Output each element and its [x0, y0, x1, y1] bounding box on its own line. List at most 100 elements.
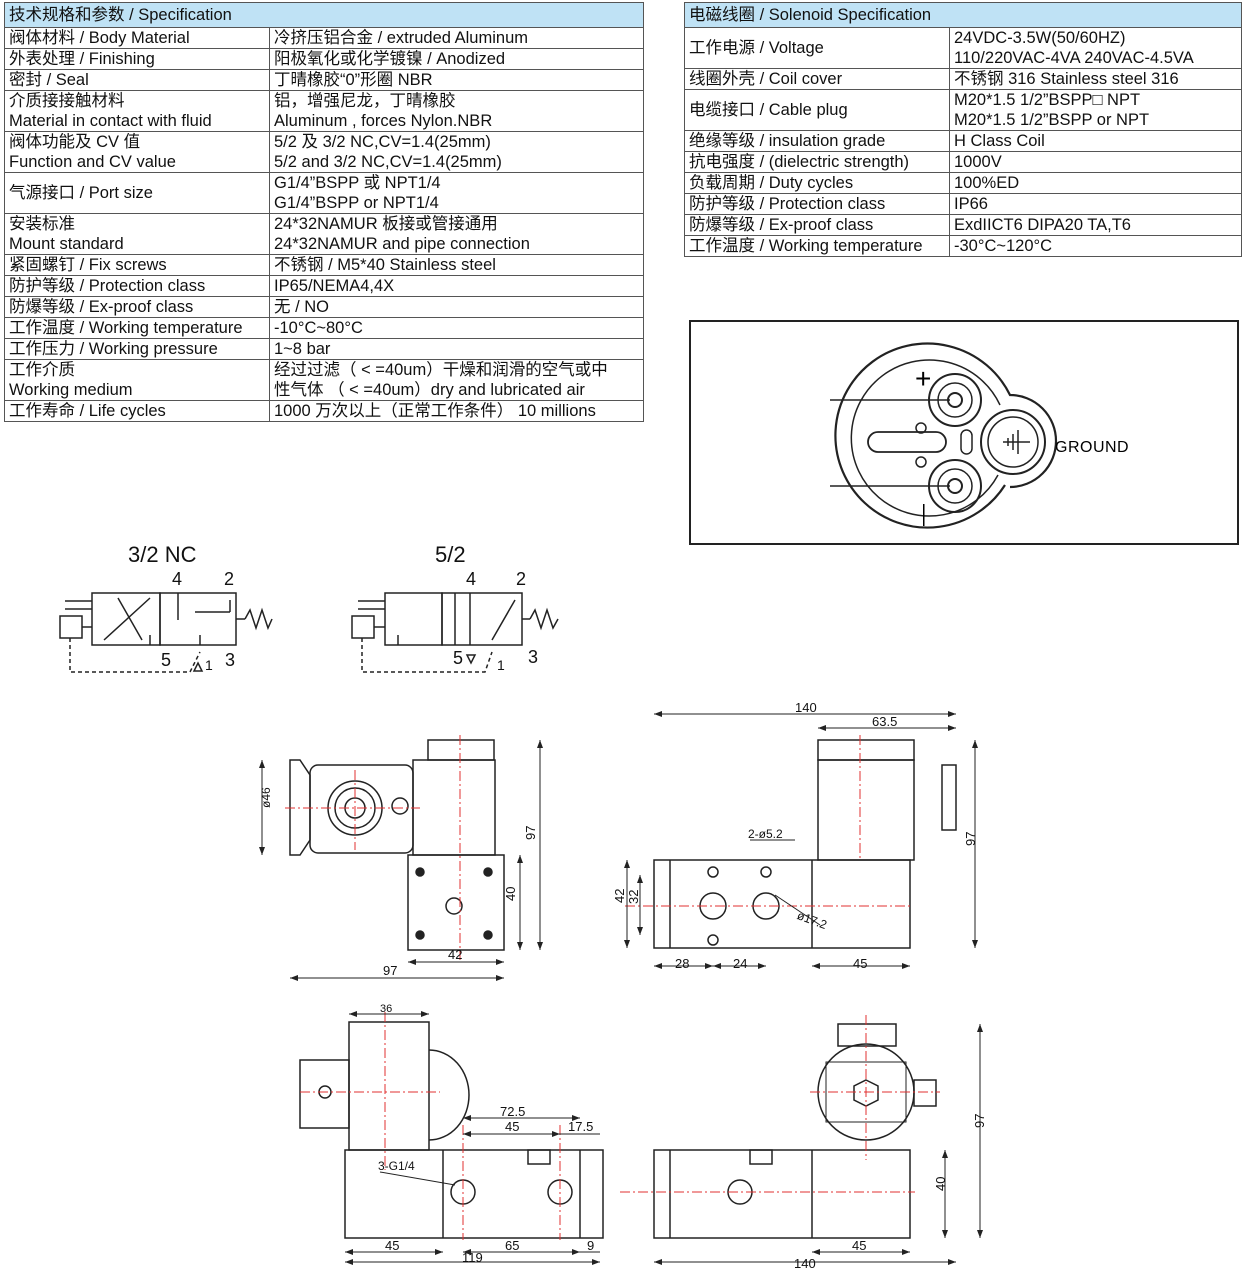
- cell-line: 铝，增强尼龙，丁晴橡胶: [274, 92, 456, 110]
- port-3: 3: [225, 650, 235, 670]
- dim-top-w17: 17.5: [568, 1119, 593, 1134]
- dim-side-w45: 45: [853, 956, 867, 971]
- spec-label: 防爆等级 / Ex-proof class: [4, 296, 270, 318]
- dim-bottom-h97: 97: [972, 1114, 987, 1128]
- dim-top-b9: 9: [587, 1238, 594, 1253]
- spec-value: 24VDC-3.5W(50/60HZ)110/220VAC-4VA 240VAC…: [949, 27, 1242, 69]
- cell-line: 不锈钢 / M5*40 Stainless steel: [274, 256, 496, 274]
- port-1: 1: [497, 657, 505, 673]
- cell-line: 抗电强度 / (dielectric strength): [689, 153, 910, 171]
- cell-line: 密封 / Seal: [9, 71, 89, 89]
- cell-line: 性气体 （ < =40um）dry and lubricated air: [274, 381, 585, 399]
- dim-bottom-h40: 40: [933, 1177, 948, 1191]
- spec-value: -10°C~80°C: [269, 317, 644, 339]
- spec-value: 冷挤压铝合金 / extruded Aluminum: [269, 27, 644, 49]
- cell-line: G1/4”BSPP or NPT1/4: [274, 194, 439, 212]
- port-4: 4: [172, 569, 182, 589]
- cell-line: 负载周期 / Duty cycles: [689, 174, 854, 192]
- dim-top-w45: 45: [505, 1119, 519, 1134]
- spec-label: 抗电强度 / (dielectric strength): [684, 151, 950, 173]
- cell-line: 5/2 and 3/2 NC,CV=1.4(25mm): [274, 153, 502, 171]
- table-row: 紧固螺钉 / Fix screws 不锈钢 / M5*40 Stainless s…: [4, 254, 644, 276]
- table-row: 外表处理 / Finishing 阳极氧化或化学镀镍 / Anodized: [4, 48, 644, 70]
- cell-line: 工作压力 / Working pressure: [9, 340, 218, 358]
- symbol-52-title: 5/2: [435, 542, 466, 567]
- symbol-5-2: 5/2 4 2 5 1 3: [351, 542, 559, 673]
- spec-label: 工作温度 / Working temperature: [684, 235, 950, 257]
- cell-line: 工作温度 / Working temperature: [689, 237, 923, 255]
- spec-value: IP65/NEMA4,4X: [269, 275, 644, 297]
- cell-line: G1/4”BSPP 或 NPT1/4: [274, 174, 441, 192]
- cell-line: 24*32NAMUR 板接或管接通用: [274, 215, 498, 233]
- spec-label: 工作温度 / Working temperature: [4, 317, 270, 339]
- cell-line: 外表处理 / Finishing: [9, 50, 155, 68]
- dim-front-h40: 40: [503, 887, 518, 901]
- spec-value: 不锈钢 316 Stainless steel 316: [949, 68, 1242, 90]
- cell-line: 110/220VAC-4VA 240VAC-4.5VA: [954, 49, 1194, 67]
- cell-line: 电缆接口 / Cable plug: [689, 101, 848, 119]
- cell-line: 防护等级 / Protection class: [9, 277, 206, 295]
- dim-top-b119: 119: [462, 1250, 483, 1265]
- cell-line: 1~8 bar: [274, 340, 331, 358]
- table-row: 防护等级 / Protection class IP66: [684, 193, 1242, 215]
- cell-line: 防护等级 / Protection class: [689, 195, 886, 213]
- cell-line: M20*1.5 1/2”BSPP□ NPT: [954, 91, 1141, 109]
- cell-line: 丁晴橡胶“0”形圈 NBR: [274, 71, 433, 89]
- ground-icon: [1003, 430, 1030, 454]
- cell-line: 阳极氧化或化学镀镍 / Anodized: [274, 50, 506, 68]
- dim-side-w24: 24: [733, 956, 747, 971]
- front-view-drawing: ø46 97 40 42 97: [259, 735, 543, 981]
- dim-top-w36: 36: [380, 1003, 392, 1015]
- spec-label: 阀体功能及 CV 值 Function and CV value: [4, 131, 270, 173]
- cell-line: 安装标准: [9, 215, 75, 233]
- cell-line: 1000 万次以上（正常工作条件） 10 millions: [274, 402, 596, 420]
- table-row: 密封 / Seal 丁晴橡胶“0”形圈 NBR: [4, 69, 644, 91]
- table-row: 阀体功能及 CV 值 Function and CV value 5/2 及 3/2…: [4, 131, 644, 173]
- cell-line: 介质接接触材料: [9, 92, 125, 110]
- dim-front-dia: ø46: [259, 787, 273, 808]
- ground-label: GROUND: [1055, 439, 1129, 456]
- dim-side-h97: 97: [963, 832, 978, 846]
- cell-line: -30°C~120°C: [954, 237, 1053, 255]
- cell-line: 工作介质: [9, 361, 75, 379]
- cell-line: 工作电源 / Voltage: [689, 39, 824, 57]
- dim-side-w63: 63.5: [872, 714, 897, 729]
- left_table-header: 技术规格和参数 / Specification: [4, 2, 644, 28]
- cell-line: 经过过滤（ < =40um）干燥和润滑的空气或中: [274, 361, 608, 379]
- spec-label: 防护等级 / Protection class: [684, 193, 950, 215]
- table-row: 防护等级 / Protection class IP65/NEMA4,4X: [4, 275, 644, 297]
- port-1: 1: [205, 657, 213, 673]
- spec-value: 无 / NO: [269, 296, 644, 318]
- dim-top-ports: 3-G1/4: [378, 1159, 415, 1173]
- symbol-nc-title: 3/2 NC: [128, 542, 197, 567]
- cell-line: -10°C~80°C: [274, 319, 363, 337]
- port-3: 3: [528, 647, 538, 667]
- cell-line: 工作温度 / Working temperature: [9, 319, 243, 337]
- cell-line: 线圈外壳 / Coil cover: [689, 70, 843, 88]
- dim-front-w42: 42: [448, 947, 462, 962]
- cell-line: 阀体功能及 CV 值: [9, 133, 141, 151]
- port-2: 2: [516, 569, 526, 589]
- cell-line: IP66: [954, 195, 988, 213]
- spec-value: 经过过滤（ < =40um）干燥和润滑的空气或中性气体 （ < =40um）dr…: [269, 359, 644, 401]
- spec-label: 气源接口 / Port size: [4, 172, 270, 214]
- cell-line: 5/2 及 3/2 NC,CV=1.4(25mm): [274, 133, 491, 151]
- dim-top-b65: 65: [505, 1238, 519, 1253]
- cell-line: Function and CV value: [9, 153, 176, 171]
- dim-side-w28: 28: [675, 956, 689, 971]
- spec-label: 防爆等级 / Ex-proof class: [684, 214, 950, 236]
- dim-front-h97: 97: [523, 826, 538, 840]
- cell-line: 紧固螺钉 / Fix screws: [9, 256, 167, 274]
- spec-value: ExdIICT6 DIPA20 TA,T6: [949, 214, 1242, 236]
- cell-line: ExdIICT6 DIPA20 TA,T6: [954, 216, 1131, 234]
